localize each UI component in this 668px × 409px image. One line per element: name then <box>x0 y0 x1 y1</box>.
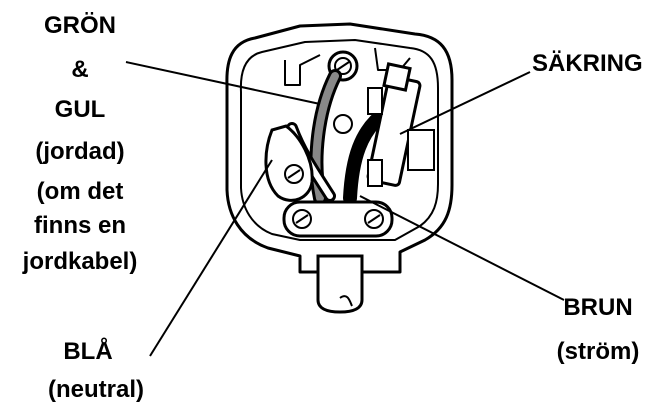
leader-lines <box>125 61 565 357</box>
cable-icon <box>316 254 364 314</box>
leader-earth <box>125 61 321 105</box>
terminal-screw-icon <box>327 50 359 134</box>
label-fuse: SÄKRING <box>532 50 643 77</box>
fuse-icon <box>366 62 435 187</box>
label-live-line-2: (ström) <box>556 338 640 365</box>
label-live-line-1: BRUN <box>563 294 633 321</box>
label-earth-line-4: (jordad) <box>35 138 125 165</box>
label-earth-line-5: (om det <box>36 178 124 205</box>
label-neutral-line-1: BLÅ <box>63 338 113 365</box>
plug-outer-shell <box>225 22 454 274</box>
live-wire <box>343 105 393 205</box>
label-earth-line-7: jordkabel) <box>22 248 138 275</box>
leader-neutral <box>149 159 273 357</box>
label-earth-line-3: GUL <box>54 96 106 123</box>
label-earth-line-1: GRÖN <box>44 12 116 39</box>
label-earth-line-6: finns en <box>33 212 127 239</box>
leader-fuse <box>399 71 531 135</box>
leader-live <box>359 195 565 301</box>
cable-grip-icon <box>282 200 394 238</box>
label-earth-line-2: & <box>71 56 89 83</box>
neutral-terminal-screw-icon <box>264 124 314 202</box>
label-neutral-line-2: (neutral) <box>48 376 144 403</box>
